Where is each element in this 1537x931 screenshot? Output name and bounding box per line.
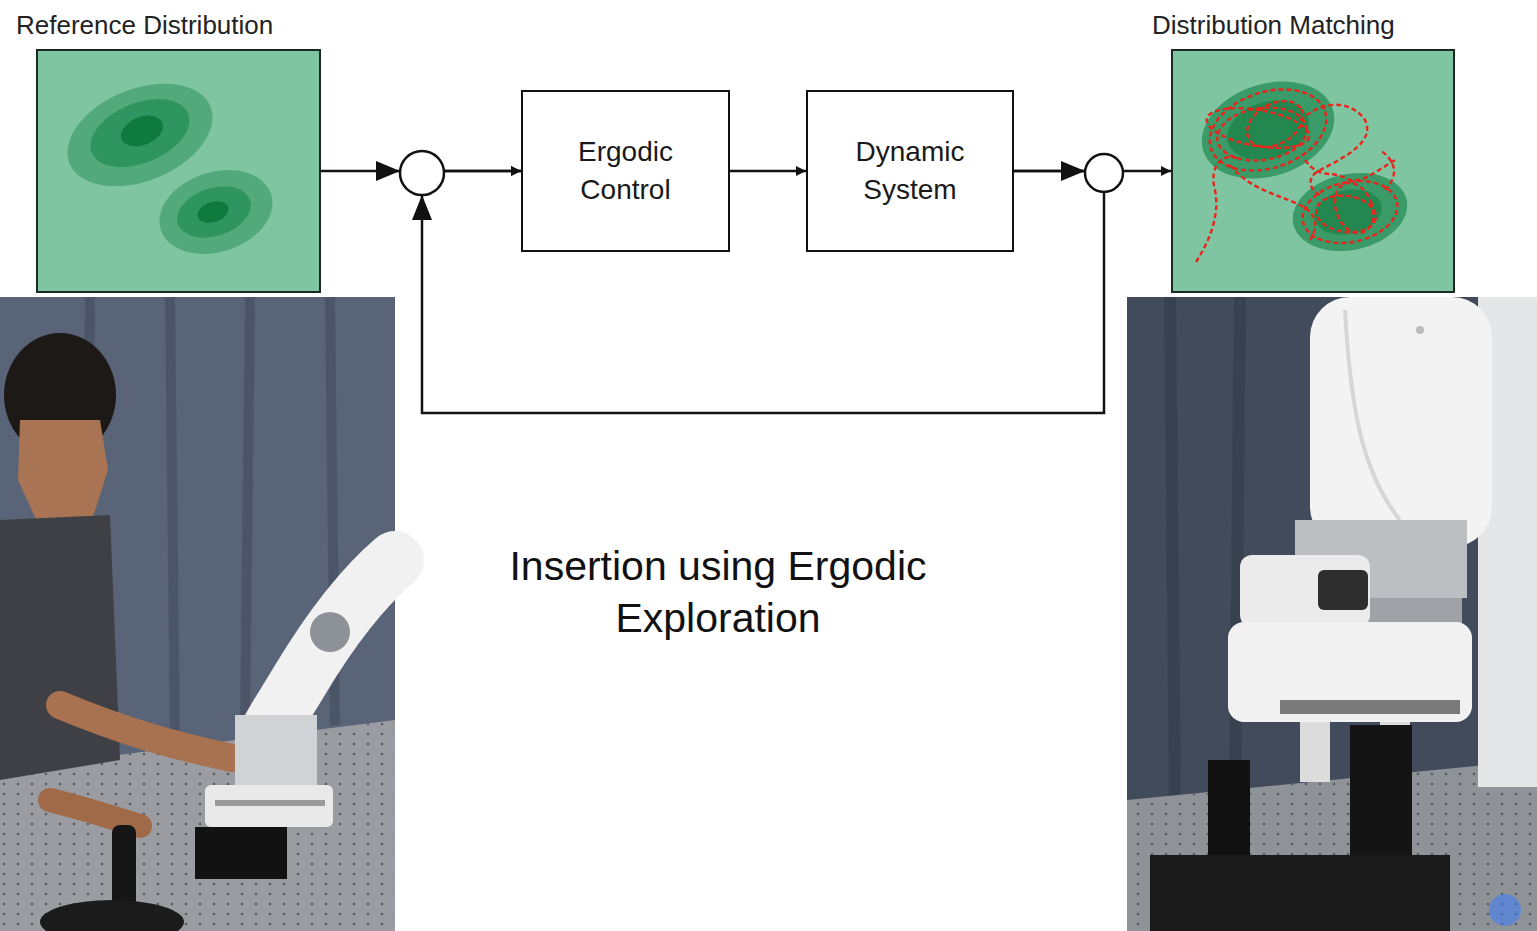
lab-photo-right [1127,760,1537,931]
junction-arrowhead [412,195,432,220]
image-panel: Distribution Matching [1171,49,1455,293]
trajectory [1239,92,1311,157]
lab-photo-right [1300,722,1330,782]
lab-photo-right [1489,894,1521,926]
reference-density [116,110,167,152]
lab-photo-right [1127,297,1537,931]
process-box: Dynamic System [806,90,1014,252]
lab-photo-left [60,705,232,758]
trajectory [1196,157,1240,262]
block-label: Dynamic System [808,133,1012,209]
lab-photo-left [0,515,120,780]
lab-photo-left [310,612,350,652]
junction-arrowhead [1061,161,1085,181]
lab-photo-left [0,297,395,931]
lab-photo-left [40,900,184,931]
trajectory [1204,101,1313,155]
panel-heading: Distribution Matching [1152,9,1432,41]
matched-density [1171,49,1455,293]
lab-photo-left [235,715,317,790]
reference-density [148,156,283,268]
trajectory [1380,150,1394,190]
caption-label: Insertion using Ergodic Exploration [508,540,928,644]
reference-density [170,177,257,246]
lab-photo-right [1345,310,1400,520]
matched-density [1285,163,1414,261]
summing-junction [1085,154,1123,192]
lab-photo-right [1170,297,1240,800]
block-label: Ergodic Control [523,133,728,209]
lab-photo-left [215,800,325,806]
summing-junction [400,151,1123,195]
summing-junction [400,151,444,195]
trajectory [1196,75,1403,262]
reference-density [36,49,321,293]
lab-photo-right [1127,760,1537,931]
trajectory [1297,173,1403,252]
process-box: Ergodic Control [521,90,730,252]
lab-photo-left [205,785,333,827]
lab-photo-right [1240,555,1370,627]
trajectory [1328,177,1380,238]
lab-photo-left [270,560,395,730]
lab-photo-right [1416,326,1424,334]
lab-photo-left [18,420,108,528]
lab-photo-left [195,827,287,879]
lab-photo-left [50,800,140,826]
panel-heading: Reference Distribution [16,9,297,41]
junction-arrowhead [376,161,400,181]
reference-density [195,198,232,227]
reference-density [81,86,200,181]
lab-photo-right [1228,622,1472,722]
trajectory [1230,165,1315,240]
trajectory [1300,105,1367,195]
reference-density [36,49,321,293]
trajectory [1305,160,1395,180]
trajectory [1199,75,1337,184]
lab-photo-right [1318,570,1368,610]
lab-photo-right [1310,297,1492,547]
signal-arrow [730,170,806,173]
image-panel: Reference Distribution [36,49,321,293]
lab-photo-right [1280,700,1460,714]
lab-photo-left [0,297,395,931]
lab-photo-right [1127,297,1537,931]
lab-photo-right [1150,855,1450,931]
matched-density [1171,49,1455,293]
